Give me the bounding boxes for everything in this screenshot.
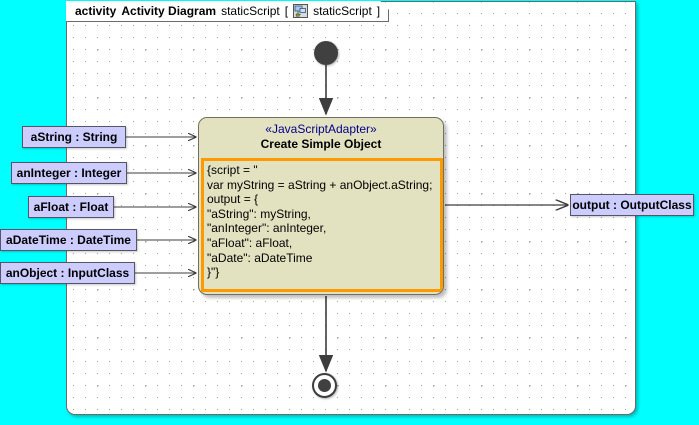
frame-qualifier: staticScript [313, 4, 372, 18]
node-title: Create Simple Object [260, 137, 382, 151]
input-parameter-node[interactable]: anInteger : Integer [11, 162, 127, 184]
input-parameter-node[interactable]: anObject : InputClass [0, 262, 135, 284]
activity-final-node[interactable] [312, 373, 337, 398]
node-stereotype: «JavaScriptAdapter» [265, 122, 377, 136]
node-script-body[interactable]: {script = " var myString = aString + anO… [201, 158, 443, 292]
bracket-close: ] [376, 4, 381, 18]
frame-name: staticScript [221, 4, 280, 18]
input-parameter-label: aString : String [30, 130, 118, 144]
bracket-open: [ [284, 4, 289, 18]
input-parameter-node[interactable]: aFloat : Float [28, 196, 114, 218]
output-parameter-label: output : OutputClass [572, 198, 692, 212]
output-parameter-node[interactable]: output : OutputClass [570, 194, 694, 216]
input-parameter-label: anInteger : Integer [16, 166, 122, 180]
frame-type-label: Activity Diagram [121, 4, 217, 18]
input-parameter-node[interactable]: aDateTime : DateTime [0, 229, 137, 251]
input-parameter-node[interactable]: aString : String [22, 126, 126, 148]
activity-node-create-simple-object[interactable]: «JavaScriptAdapter» Create Simple Object… [198, 117, 444, 295]
input-parameter-label: aFloat : Float [33, 200, 109, 214]
initial-node[interactable] [314, 41, 338, 65]
script-type-icon [293, 4, 308, 18]
activity-final-node-inner [318, 379, 331, 392]
input-parameter-label: aDateTime : DateTime [6, 233, 131, 247]
frame-keyword: activity [75, 4, 117, 18]
input-parameter-label: anObject : InputClass [5, 266, 130, 280]
frame-title-tab[interactable]: activity Activity Diagram staticScript [… [66, 1, 389, 22]
